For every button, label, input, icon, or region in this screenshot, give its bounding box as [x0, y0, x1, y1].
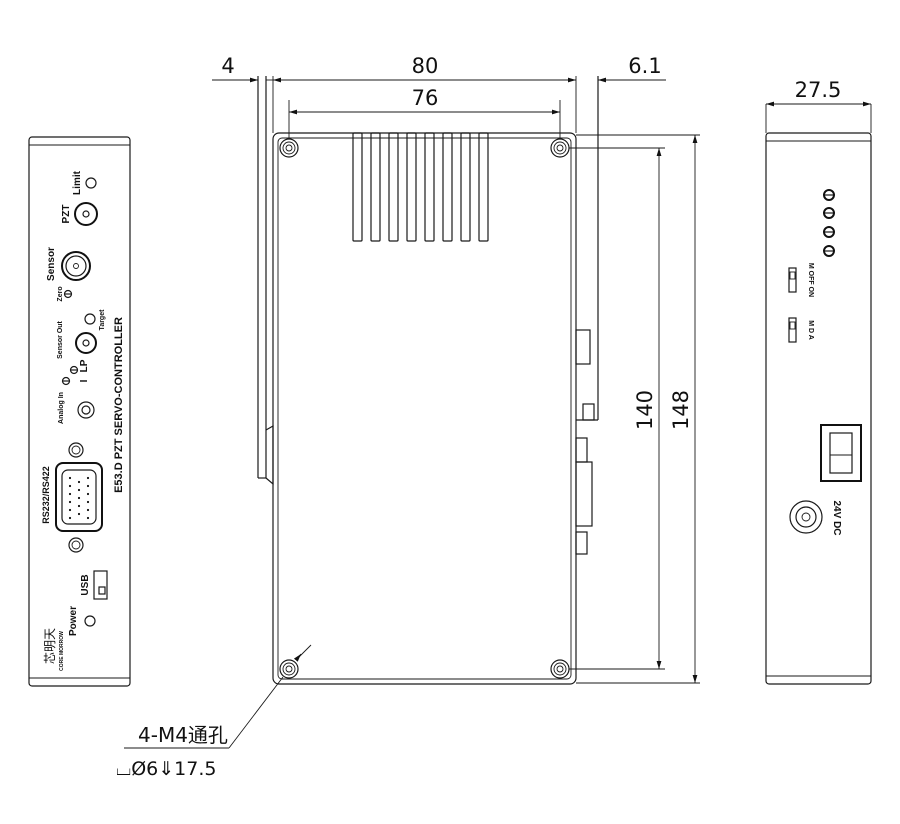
label-switch-mode: M OFF ON	[807, 263, 814, 297]
dim-height-inner: 140	[633, 390, 657, 430]
rear-panel-view: 27.5 M OFF ON M D A 24V DC	[765, 78, 872, 685]
mounting-hole-bottom-left	[279, 659, 299, 679]
label-zero: Zero	[57, 286, 64, 301]
main-view: 80 76 4 6.1 140 148 4-M4通孔 ⌴Ø6⇓17.5	[116, 54, 700, 780]
label-usb: USB	[80, 574, 91, 595]
brand-logo: 芯明天	[43, 628, 57, 664]
label-target: Target	[99, 309, 106, 331]
hole-note-line1: 4-M4通孔	[138, 723, 228, 747]
label-pzt: PZT	[61, 205, 72, 224]
front-panel-view: Limit PZT Sensor Zero Target Sensor Out …	[28, 136, 131, 687]
dim-width-total: 80	[412, 54, 439, 78]
mounting-hole-top-right	[550, 138, 570, 158]
label-limit: Limit	[72, 170, 83, 195]
label-analog-in: Analog In	[58, 392, 65, 424]
dim-offset-right: 6.1	[628, 54, 661, 78]
brand-logo-sub: CORE MORROW	[59, 631, 65, 671]
dim-offset-left: 4	[221, 54, 234, 78]
label-rs232: RS232/RS422	[41, 466, 51, 524]
dim-height-total: 148	[669, 390, 693, 430]
hole-note-line2: ⌴Ø6⇓17.5	[116, 758, 216, 780]
label-lp: LP	[79, 359, 90, 372]
mounting-hole-bottom-right	[550, 659, 570, 679]
dim-depth: 27.5	[795, 78, 842, 102]
label-device-title: E53.D PZT SERVO-CONTROLLER	[113, 317, 125, 493]
label-switch-mda: M D A	[807, 320, 814, 340]
label-power: Power	[68, 606, 79, 636]
label-sensor: Sensor	[46, 247, 57, 281]
mounting-hole-top-left	[279, 138, 299, 158]
label-i: I	[79, 379, 90, 382]
label-24v-dc: 24V DC	[831, 500, 842, 535]
dim-width-inner: 76	[412, 86, 439, 110]
label-sensor-out: Sensor Out	[57, 320, 64, 358]
